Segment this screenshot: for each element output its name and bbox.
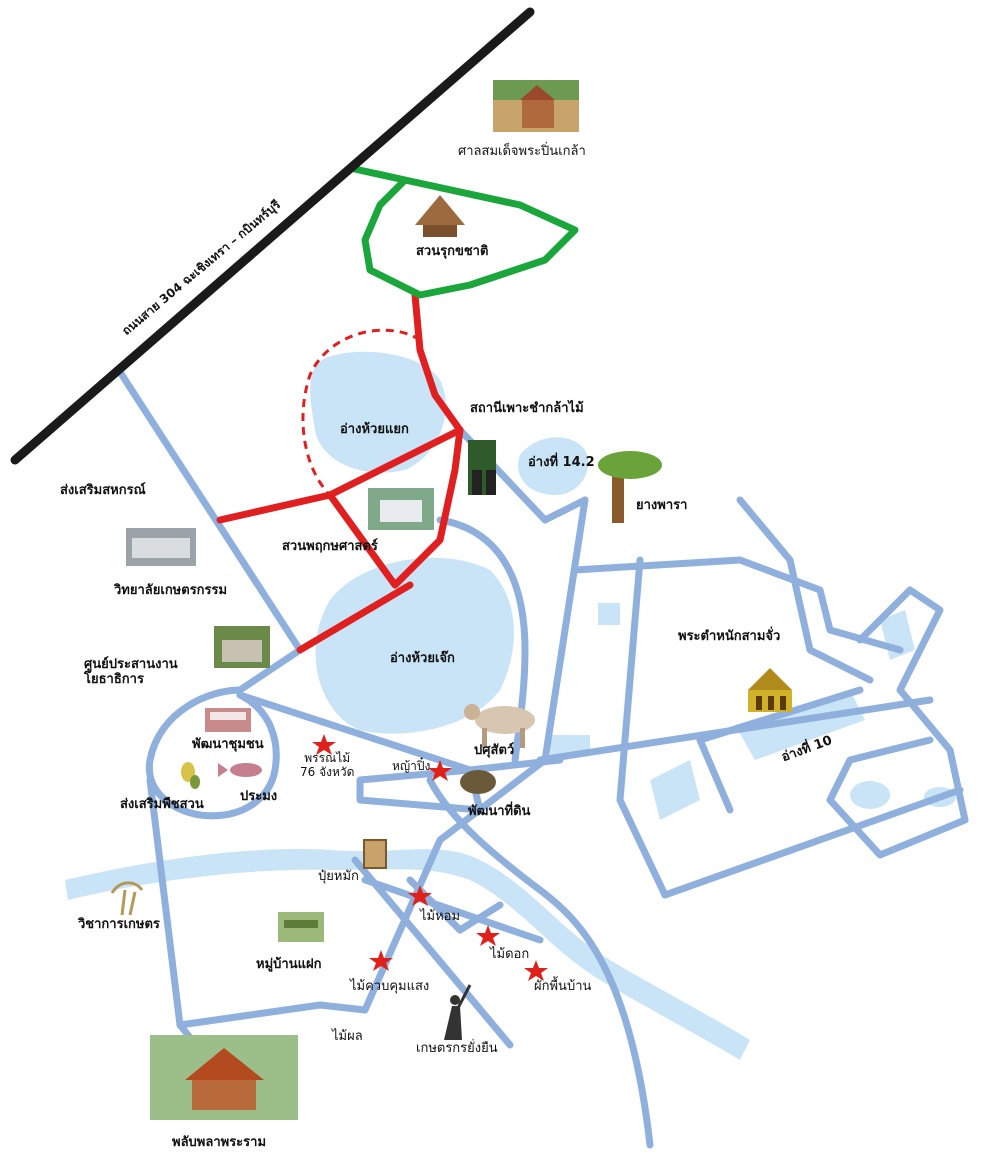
palm-icon <box>110 881 144 916</box>
pond-3 <box>650 760 700 820</box>
road-mid-south <box>361 876 544 944</box>
herbs-label: หญ้าปิ๋ง <box>392 759 431 773</box>
sala-label: ศาลสมเด็จพระปิ่นเกล้า <box>458 144 586 159</box>
highway-304 <box>10 7 535 465</box>
road-lower-loop <box>356 766 484 814</box>
self-farmer-label: เกษตรกรยั่งยืน <box>416 1041 498 1056</box>
green-loop <box>361 176 579 299</box>
tree-icon <box>598 451 662 523</box>
compost-icon <box>363 839 387 869</box>
road-palace-west <box>616 556 669 899</box>
shade-plants-label: ไม้ควบคุมแสง <box>350 979 430 994</box>
star-icon <box>428 760 452 781</box>
pavilion-label: พลับพลาพระราม <box>172 1135 267 1150</box>
road-west-diagonal <box>116 368 304 654</box>
fruit-icon <box>181 762 200 789</box>
star-icon <box>524 960 548 981</box>
river <box>65 849 750 1060</box>
pond-1 <box>598 603 620 625</box>
reservoir-chek-label: อ่างห้วยเจ๊ก <box>390 651 455 666</box>
house-photo-icon <box>493 80 579 132</box>
compost-label: ปุ๋ยหมัก <box>318 869 359 884</box>
fruit-trees-label: ไม้ผล <box>332 1029 363 1044</box>
community-label: พัฒนาชุมชน <box>192 737 264 752</box>
road-west-south <box>146 776 369 1029</box>
horticulture-label: ส่งเสริมพืชสวน <box>120 797 204 812</box>
trees76-label: พรรณไม้ 76 จังหวัด <box>300 751 355 779</box>
village-label: หมู่บ้านแฝก <box>256 957 322 972</box>
road-palace-grid <box>661 786 964 899</box>
hut-icon <box>415 195 465 237</box>
land-dev-label: พัฒนาที่ดิน <box>468 804 531 819</box>
road-ring-west <box>145 646 304 820</box>
fragrant-label: ไม้หอม <box>420 909 461 924</box>
college-label: วิทยาลัยเกษตรกรรม <box>114 583 228 598</box>
reservoir-yaek <box>310 351 446 473</box>
soil-icon <box>460 770 496 794</box>
rubber-label: ยางพารา <box>636 498 688 513</box>
livestock-label: ปศุสัตว์ <box>474 743 515 758</box>
reservoir-10 <box>735 690 865 760</box>
thai-pavilion-icon <box>748 668 792 712</box>
road-east-box <box>736 496 874 684</box>
road-cross-south <box>351 856 514 1049</box>
farmer-icon <box>444 984 472 1040</box>
green-route <box>346 164 579 299</box>
palace-label: พระตำหนักสามจั่ว <box>678 629 781 644</box>
road-south-1 <box>361 496 589 1014</box>
suan-rukkha-label: สวนรุกขชาติ <box>416 244 489 259</box>
star-icon <box>476 925 500 946</box>
agri-academic-label: วิชาการเกษตร <box>78 917 160 932</box>
coordination-label: ศูนย์ประสานงาน โยธาธิการ <box>84 657 178 687</box>
road-east-main <box>571 556 904 654</box>
cow-icon <box>464 704 535 748</box>
star-icons <box>312 734 548 981</box>
fishery-label: ประมง <box>240 789 278 804</box>
road-grid-1 <box>696 736 734 814</box>
green-link <box>346 164 409 184</box>
road-east-diamond <box>826 586 969 859</box>
fish-icon <box>218 763 262 777</box>
house-photo-icon <box>150 1035 298 1120</box>
road-east-river <box>426 776 654 1149</box>
cooperative-label: ส่งเสริมสหกรณ์ <box>60 483 146 498</box>
plant-pots-icon <box>468 440 496 495</box>
reservoir-142-label: อ่างที่ 14.2 <box>528 455 595 470</box>
pond-5 <box>850 781 890 809</box>
reservoir-yaek-label: อ่างห้วยแยก <box>340 422 409 437</box>
nursery-label: สถานีเพาะชำกล้าไม้ <box>470 401 584 416</box>
red-route-south <box>296 581 414 654</box>
road-layer <box>116 368 969 1149</box>
road-grid-2 <box>696 686 864 744</box>
botanical-label: สวนพฤกษศาสตร์ <box>282 539 378 554</box>
dashed-path <box>301 328 421 497</box>
flowers-label: ไม้ดอก <box>490 947 530 962</box>
star-icon <box>369 950 393 971</box>
red-route-inner <box>326 426 464 589</box>
pond-2 <box>550 735 590 755</box>
star-icon <box>312 734 336 755</box>
star-icon <box>408 885 432 906</box>
red-route-north <box>411 291 464 434</box>
reservoir-chek <box>315 557 514 734</box>
reservoir-142 <box>518 437 589 495</box>
vegetables-label: ผักพื้นบ้าน <box>534 979 592 994</box>
